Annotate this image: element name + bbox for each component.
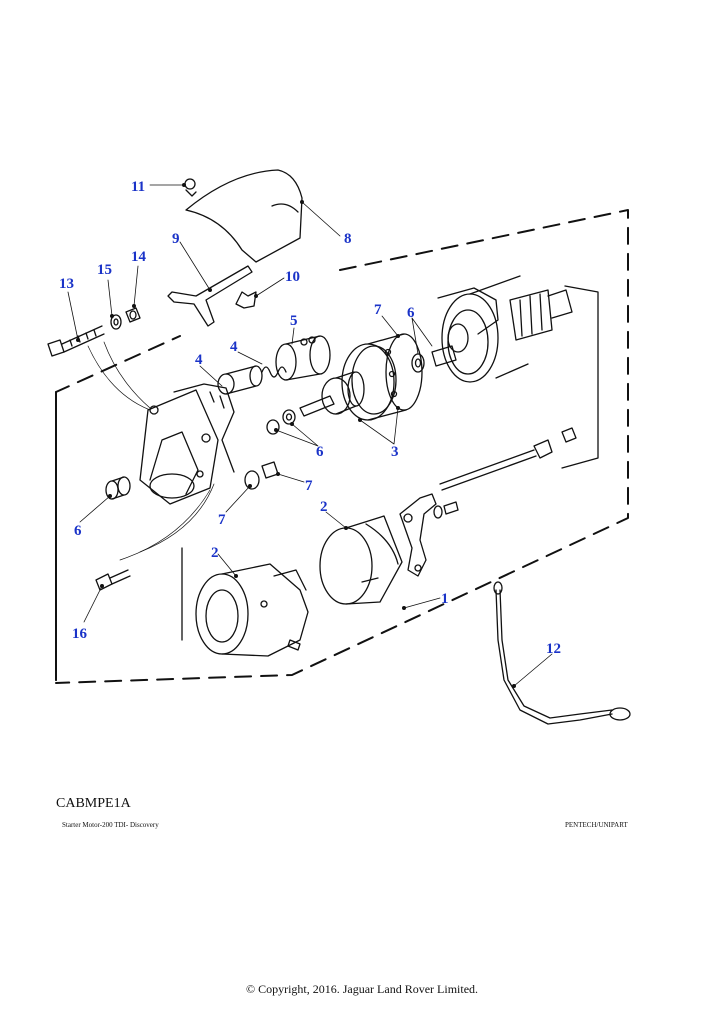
callout-8: 8 bbox=[344, 231, 352, 247]
part-screw-16 bbox=[95, 569, 131, 591]
part-armature-3 bbox=[299, 333, 423, 421]
part-drive-end-housing bbox=[139, 383, 235, 505]
part-solenoid-5 bbox=[275, 335, 331, 381]
callouts: 11 8 9 10 13 15 14 5 7 6 4 4 6 3 7 7 6 2… bbox=[59, 179, 561, 657]
callout-12: 12 bbox=[546, 641, 561, 657]
part-screw-11 bbox=[184, 178, 197, 197]
callout-16: 16 bbox=[72, 626, 88, 642]
callout-3: 3 bbox=[391, 444, 399, 460]
part-spring-4 bbox=[261, 366, 287, 378]
guide-lines bbox=[87, 341, 215, 561]
part-bracket-9 bbox=[167, 265, 253, 327]
callout-4-left: 4 bbox=[195, 352, 203, 368]
part-field-housing-2 bbox=[195, 563, 309, 657]
part-nut-14 bbox=[125, 307, 141, 323]
callout-15: 15 bbox=[97, 262, 112, 278]
callout-14: 14 bbox=[131, 249, 147, 265]
part-cover bbox=[185, 169, 303, 263]
callout-7-low: 7 bbox=[218, 512, 226, 528]
callout-9: 9 bbox=[172, 231, 180, 247]
part-clip-10 bbox=[235, 291, 257, 309]
part-washers-6 bbox=[266, 353, 425, 435]
callout-2-upper: 2 bbox=[320, 499, 328, 515]
callout-4-right: 4 bbox=[230, 339, 238, 355]
drawing-source: PENTECH/UNIPART bbox=[565, 821, 628, 829]
callout-6-mid: 6 bbox=[316, 444, 324, 460]
callout-13: 13 bbox=[59, 276, 74, 292]
drawing-code: CABMPE1A bbox=[56, 796, 131, 811]
leader-lines bbox=[67, 184, 553, 687]
callout-11: 11 bbox=[131, 179, 145, 195]
part-through-bolt bbox=[439, 427, 577, 491]
part-bush-6 bbox=[105, 476, 131, 500]
callout-6-top: 6 bbox=[407, 305, 415, 321]
callout-7-mid: 7 bbox=[305, 478, 313, 494]
drawing-title: Starter Motor-200 TDI- Discovery bbox=[62, 821, 159, 829]
part-yoke-2 bbox=[319, 515, 403, 605]
copyright-notice: © Copyright, 2016. Jaguar Land Rover Lim… bbox=[245, 982, 479, 996]
callout-10: 10 bbox=[285, 269, 300, 285]
callout-6-left: 6 bbox=[74, 523, 82, 539]
callout-7-top: 7 bbox=[374, 302, 382, 318]
part-commutator-end bbox=[431, 275, 573, 383]
callout-2-lower: 2 bbox=[211, 545, 219, 561]
part-cable-12 bbox=[493, 581, 631, 725]
assembly-boundary bbox=[55, 209, 629, 684]
part-washer-15 bbox=[110, 314, 122, 330]
part-bracket-1 bbox=[399, 493, 459, 577]
part-plunger-4 bbox=[217, 365, 263, 395]
callout-5: 5 bbox=[290, 313, 298, 329]
callout-1: 1 bbox=[441, 591, 449, 607]
